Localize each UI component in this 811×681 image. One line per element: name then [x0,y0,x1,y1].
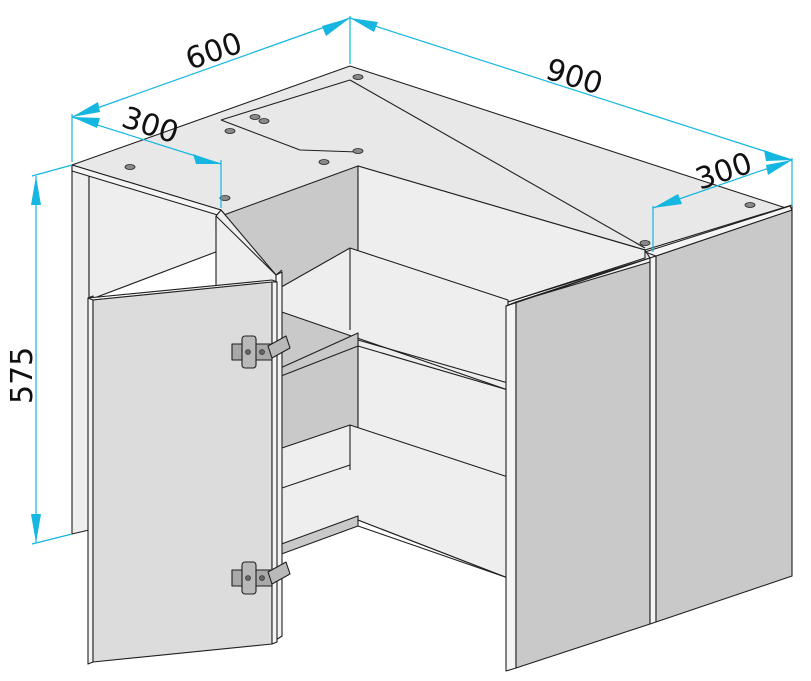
hinge-bottom [231,561,291,595]
arrow-300r-end [766,160,792,175]
dim-label-575: 575 [5,347,40,404]
arrow-600-end [322,18,350,36]
arrow-600-start [72,102,100,117]
arrow-300l-start [72,117,100,128]
right-side-panel [644,205,793,625]
dim-label-600: 600 [181,26,247,78]
dim-line-900 [349,17,793,161]
dim-label-300-right: 300 [691,146,757,198]
arrow-900-end [764,150,792,161]
arrow-575-start [31,176,41,205]
arrow-300r-start [653,194,682,208]
left-door [87,279,278,665]
arrow-300l-end [193,154,221,164]
right-door [505,257,651,672]
arrow-900-start [350,18,378,32]
hinge-top [231,335,291,369]
dim-label-900: 900 [542,52,607,102]
dimension-lines [31,16,793,545]
arrow-575-end [31,514,41,543]
dim-line-600 [71,17,351,118]
dim-label-300-left: 300 [118,100,183,151]
dowel-holes [124,74,756,246]
